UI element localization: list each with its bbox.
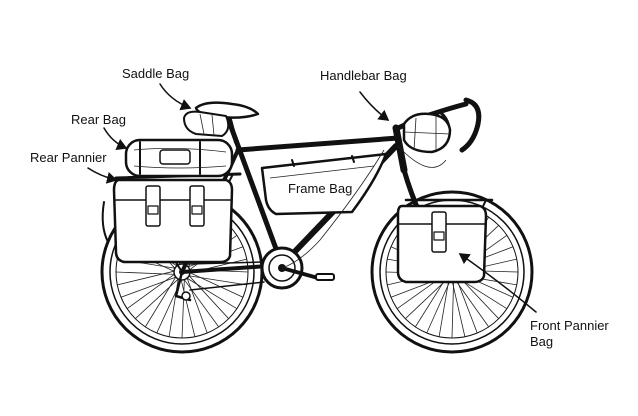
spoke xyxy=(188,271,244,298)
spoke xyxy=(186,277,208,334)
callout-arrows xyxy=(87,83,537,313)
spoke xyxy=(120,276,177,298)
spoke xyxy=(188,274,229,319)
label-frame-bag: Frame Bag xyxy=(288,181,352,196)
spoke xyxy=(144,275,177,328)
label-rear-bag: Rear Bag xyxy=(71,112,126,127)
spoke xyxy=(181,278,185,339)
rear-pannier xyxy=(101,178,234,264)
label-handlebar-bag: Handlebar Bag xyxy=(320,68,407,83)
cables xyxy=(281,145,447,269)
spoke xyxy=(187,275,247,286)
label-front-pannier-line2: Bag xyxy=(530,334,553,349)
label-front-pannier-line1: Front Pannier xyxy=(530,318,609,333)
spoke xyxy=(185,277,238,310)
label-rear-pannier: Rear Pannier xyxy=(30,150,107,165)
spoke xyxy=(180,278,196,337)
spoke xyxy=(117,270,176,286)
spoke xyxy=(115,271,176,275)
rear-bag xyxy=(124,138,234,178)
spoke xyxy=(451,276,455,339)
label-saddle-bag: Saddle Bag xyxy=(122,66,189,81)
spoke xyxy=(135,278,180,319)
spoke xyxy=(168,277,179,337)
spoke xyxy=(126,273,176,309)
spoke xyxy=(405,276,451,319)
spoke xyxy=(183,278,219,328)
saddle-bag xyxy=(183,110,230,137)
spoke xyxy=(455,275,478,334)
handlebar-bag xyxy=(402,112,452,154)
spoke xyxy=(426,276,453,334)
frame-bag xyxy=(260,152,388,216)
front-pannier xyxy=(396,204,488,284)
